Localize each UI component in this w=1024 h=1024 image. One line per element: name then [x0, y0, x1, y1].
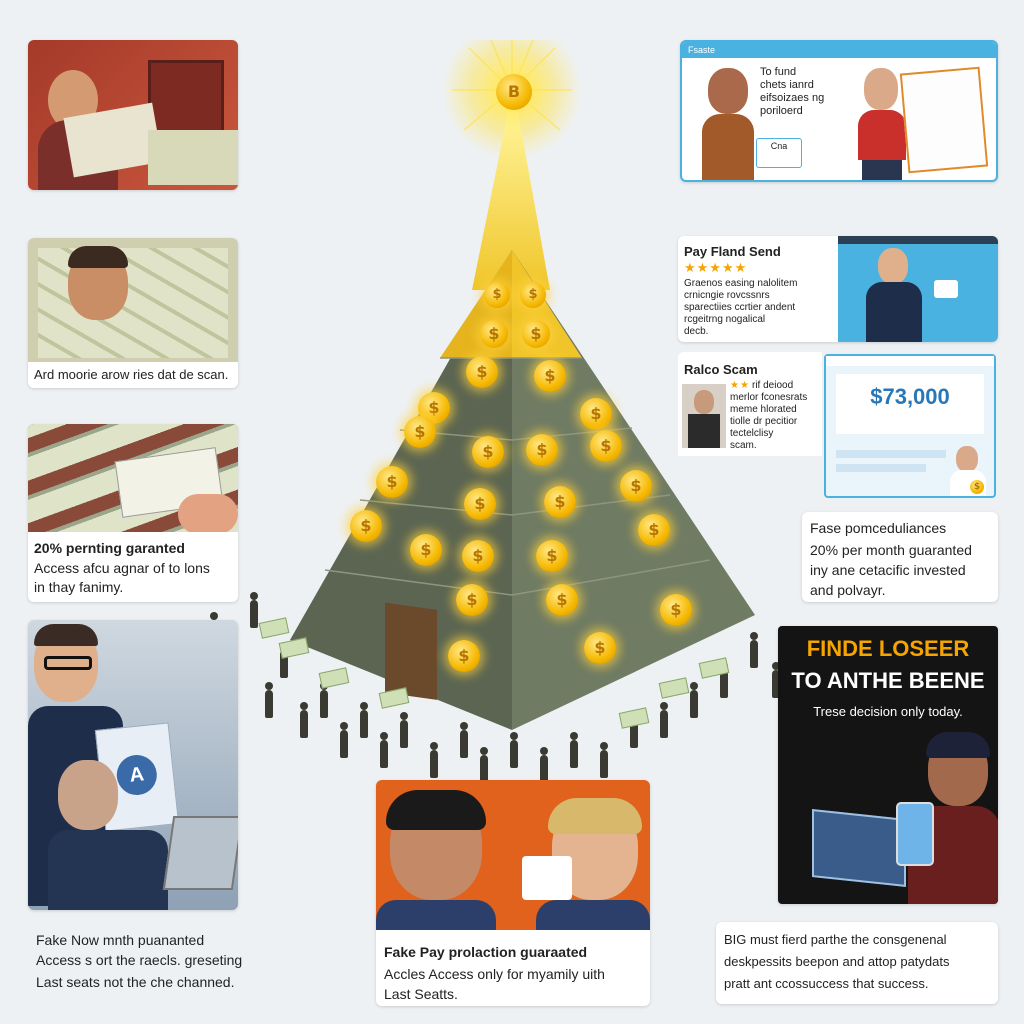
coin-icon: $ [350, 510, 382, 542]
coin-icon: $ [466, 356, 498, 388]
bottom-center-title: Fake Pay prolaction guaraated [384, 944, 588, 960]
site-text-2: chets ianrd [760, 79, 814, 91]
panel4-title: Fake Now mnth puananted [36, 932, 205, 948]
bitcoin-top-icon: B [496, 74, 532, 110]
crowd [180, 560, 800, 790]
scam-line-1: rif deiood [752, 380, 794, 391]
site-header: Fsaste [682, 42, 996, 58]
pay-title: Pay Fland Send [684, 244, 781, 259]
coin-icon: $ [536, 540, 568, 572]
site-text-4: poriloerd [760, 105, 803, 117]
dark-ad-panel: FINDE LOSEER TO ANTHE BEENE Trese decisi… [778, 626, 998, 904]
pay-line-5: decb. [684, 326, 709, 337]
coin-icon: $ [590, 430, 622, 462]
dark-subtitle: Trese decision only today. [813, 704, 963, 719]
site-document [899, 66, 989, 174]
coin-icon: $ [376, 466, 408, 498]
scam-line-5: tectelclisy [730, 428, 774, 439]
scam-line-3: meme hlorated [730, 404, 797, 415]
scam-coin-icon: $ [970, 480, 984, 494]
site-text-1: To fund [760, 66, 797, 78]
pay-line-2: crnicngie rovcssnrs [684, 290, 770, 301]
panel4-line1: Access s ort the raecls. greseting [36, 952, 243, 968]
bottom-center-panel: Fake Pay prolaction guaraated Accles Acc… [376, 780, 650, 1006]
panel3-line1: Access afcu agnar of to lons [34, 560, 210, 576]
promo-line-1: 20% per month guaranted [810, 542, 972, 558]
panel3-title: 20% pernting garanted [34, 540, 185, 556]
dark-title-1: FINDE LOSEER [806, 636, 970, 661]
scam-title: Ralco Scam [684, 362, 758, 377]
bottom-center-line-1: Accles Access only for myamily uith [384, 966, 605, 982]
pyramid-tiers [324, 357, 711, 596]
bottom-center-line-2: Last Seatts. [384, 986, 458, 1002]
coin-icon: $ [472, 436, 504, 468]
scam-stars: ★★ [730, 380, 750, 391]
promo-title: Fase pomceduliances [810, 520, 947, 536]
pyramid-door [385, 602, 437, 700]
scam-line-6: scam. [730, 440, 757, 451]
scam-dashboard: $73,000 $ [824, 354, 996, 498]
coin-icon: $ [404, 416, 436, 448]
scene-man-in-money [28, 238, 238, 362]
promo-line-3: and polvayr. [810, 582, 886, 598]
pay-line-1: Graenos easing nalolitem [684, 278, 798, 289]
scam-amount: $73,000 [870, 384, 950, 409]
panel3-line2: in thay fanimy. [34, 579, 124, 595]
panel2-caption: Ard moorie arow ries dat de scan. [34, 367, 229, 382]
coin-icon: $ [620, 470, 652, 502]
scam-line-2: merlor fconesrats [730, 392, 808, 403]
site-text-3: eifsoizaes ng [760, 92, 825, 104]
coin-icon: $ [534, 360, 566, 392]
coin-icon: $ [546, 584, 578, 616]
pay-line-4: rcgeitrng nogalical [684, 314, 766, 325]
left-panel-1 [28, 40, 238, 190]
coin-icon: $ [456, 584, 488, 616]
coin-icon: $ [660, 594, 692, 626]
left-panel-4: A [28, 620, 238, 910]
scene-two-kids [376, 780, 650, 930]
left-panel-2: Ard moorie arow ries dat de scan. [28, 238, 238, 388]
dark-title-2: TO ANTHE BEENE [791, 668, 985, 693]
bottom-right-line-2: deskpessits beepon and attop patydats [724, 954, 950, 969]
coin-icon: $ [462, 540, 494, 572]
coin-icon: $ [520, 282, 546, 308]
coin-icon: $ [410, 534, 442, 566]
site-button[interactable]: Cna [756, 138, 802, 168]
coin-icon: $ [584, 632, 616, 664]
scam-panel: Ralco Scam ★★ rif deiood merlor fconesra… [678, 352, 998, 498]
scam-line-4: tiolle dr pecitior [730, 416, 798, 427]
coin-icon: $ [448, 640, 480, 672]
pay-line-3: sparectiies ccrtier andent [684, 302, 796, 313]
scene-man-suit [838, 236, 998, 342]
scene-businessmen: A [28, 620, 238, 910]
fake-website-panel: Fsaste To fund chets ianrd eifsoizaes ng… [680, 40, 998, 182]
scene-woman-thinking [698, 64, 758, 180]
bottom-right-line-1: BIG must fierd parthe the consgenenal [724, 932, 947, 947]
coin-icon: $ [464, 488, 496, 520]
pay-stars: ★★★★★ [684, 260, 748, 275]
scam-avatar [682, 384, 726, 448]
scene-counting-money [28, 40, 238, 190]
left-panel-3: 20% pernting garanted Access afcu agnar … [28, 424, 238, 602]
scene-woman-standing [850, 62, 910, 180]
coin-icon: $ [480, 320, 508, 348]
scene-money-table [28, 424, 238, 532]
promo-line-2: iny ane cetacific invested [810, 562, 966, 578]
bottom-right-line-3: pratt ant ccossuccess that success. [724, 976, 929, 991]
coin-icon: $ [484, 282, 510, 308]
pay-send-panel: Pay Fland Send ★★★★★ Graenos easing nalo… [678, 236, 998, 342]
panel4-badge: A [114, 753, 159, 797]
light-beam [472, 112, 550, 290]
site-brand: Fsaste [688, 45, 716, 55]
coin-icon: $ [580, 398, 612, 430]
panel4-line2: Last seats not the che channed. [36, 974, 235, 990]
scene-boy-phone [808, 732, 998, 904]
promo-panel: Fase pomceduliances 20% per month guaran… [802, 512, 998, 602]
coin-icon: $ [638, 514, 670, 546]
coin-icon: $ [526, 434, 558, 466]
bottom-right-panel: BIG must fierd parthe the consgenenal de… [716, 922, 998, 1004]
coin-icon: $ [544, 486, 576, 518]
coin-icon: $ [522, 320, 550, 348]
